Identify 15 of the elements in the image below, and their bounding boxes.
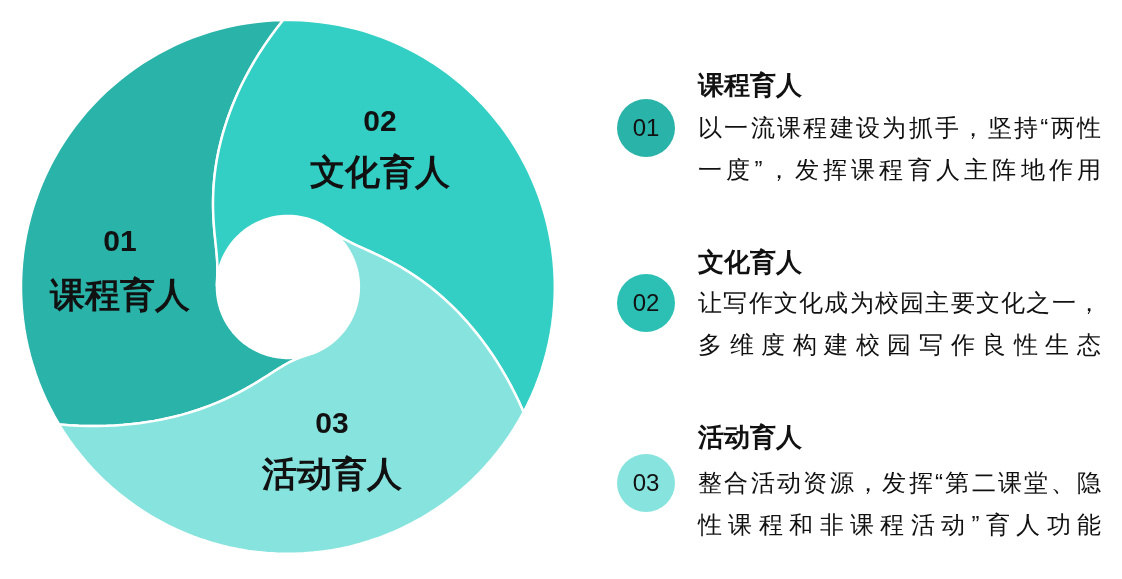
segment-title: 课程育人 xyxy=(50,275,190,315)
item-description: 让写作文化成为校园主要文化之一，多维度构建校园写作良性生态 xyxy=(698,288,1102,360)
number-badge: 01 xyxy=(617,99,675,157)
segment-number: 02 xyxy=(363,103,397,137)
segment-title: 文化育人 xyxy=(310,152,450,192)
number-badge: 02 xyxy=(617,274,675,332)
item-heading: 课程育人 xyxy=(698,70,802,100)
item-heading: 活动育人 xyxy=(698,422,802,452)
segment-number: 01 xyxy=(103,223,137,257)
number-badge: 03 xyxy=(617,454,675,512)
segment-title: 活动育人 xyxy=(262,454,402,494)
item-description: 整合活动资源，发挥“第二课堂、隐性课程和非课程活动”育人功能 xyxy=(698,468,1102,540)
item-heading: 文化育人 xyxy=(698,247,802,277)
item-description: 以一流课程建设为抓手，坚持“两性一度”，发挥课程育人主阵地作用 xyxy=(698,113,1102,185)
segment-number: 03 xyxy=(315,405,349,439)
